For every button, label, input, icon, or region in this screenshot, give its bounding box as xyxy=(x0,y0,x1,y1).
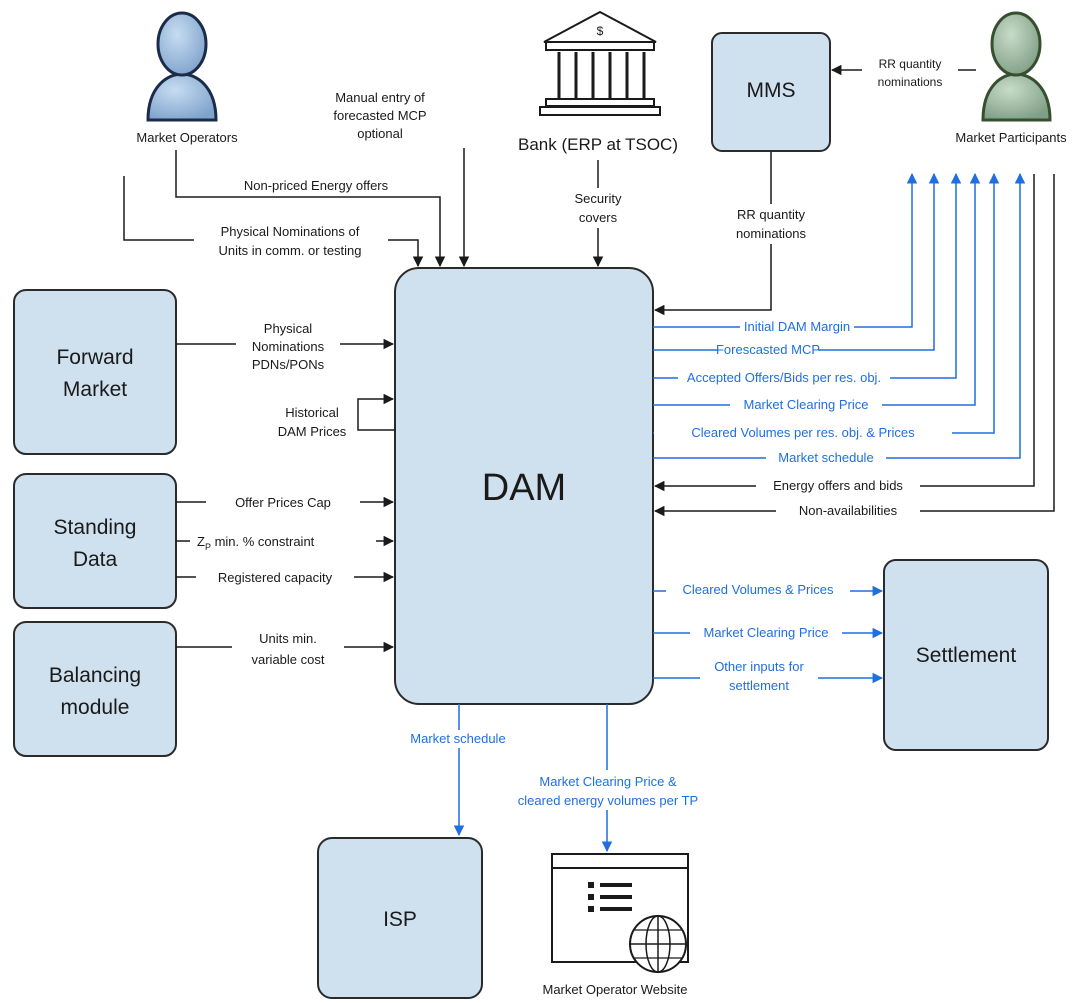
out-accepted-label: Accepted Offers/Bids per res. obj. xyxy=(687,370,881,385)
standing-data-box xyxy=(13,473,177,609)
initial-margin-arrow xyxy=(653,172,918,328)
fwd-nominations-line-1: Physical xyxy=(264,321,313,336)
bank-label: Bank (ERP at TSOC) xyxy=(518,135,678,154)
rr-top-line-2: nominations xyxy=(878,75,943,89)
isp-label: ISP xyxy=(383,908,417,931)
out-schedule-label: Market schedule xyxy=(778,450,873,465)
in-non-avail-label: Non-availabilities xyxy=(799,503,898,518)
rr-top-line-1: RR quantity xyxy=(879,57,942,71)
offer-cap-label: Offer Prices Cap xyxy=(235,495,331,510)
bank-icon: $ xyxy=(539,10,661,116)
forward-market-box xyxy=(13,289,177,455)
manual-entry-line-2: forecasted MCP xyxy=(333,108,426,123)
historical-line-1: Historical xyxy=(285,405,339,420)
settle-other-line-2: settlement xyxy=(729,678,789,693)
market-operators-person-icon xyxy=(146,11,218,122)
website-label: Market Operator Website xyxy=(543,982,688,997)
security-covers-line-1: Security xyxy=(575,191,622,206)
settlement-label: Settlement xyxy=(916,644,1017,667)
balancing-module-label-1: Balancing xyxy=(49,664,141,687)
settle-mcp-label: Market Clearing Price xyxy=(704,625,829,640)
balancing-module-label-2: module xyxy=(61,696,130,719)
forward-market-label-1: Forward xyxy=(56,346,133,369)
isp-schedule-label: Market schedule xyxy=(410,731,505,746)
rr-mid-line-2: nominations xyxy=(736,226,807,241)
dam-box xyxy=(394,267,654,705)
dollar-sign: $ xyxy=(597,24,604,38)
manual-entry-line-1: Manual entry of xyxy=(335,90,425,105)
in-energy-offers-label: Energy offers and bids xyxy=(773,478,903,493)
settle-other-line-1: Other inputs for xyxy=(714,659,804,674)
rr-mid-line-1: RR quantity xyxy=(737,207,805,222)
isp-box xyxy=(317,837,483,999)
website-mcp-line-2: cleared energy volumes per TP xyxy=(518,793,698,808)
out-initial-margin-label: Initial DAM Margin xyxy=(744,319,850,334)
non-priced-arrow xyxy=(175,150,446,268)
units-min-line-2: variable cost xyxy=(252,652,325,667)
out-cleared-label: Cleared Volumes per res. obj. & Prices xyxy=(691,425,915,440)
registered-capacity-label: Registered capacity xyxy=(218,570,333,585)
security-covers-line-2: covers xyxy=(579,210,618,225)
fwd-nominations-line-3: PDNs/PONs xyxy=(252,357,325,372)
settlement-box xyxy=(883,559,1049,751)
historical-line-2: DAM Prices xyxy=(278,424,347,439)
website-mcp-line-1: Market Clearing Price & xyxy=(539,774,677,789)
non-priced-label: Non-priced Energy offers xyxy=(244,178,389,193)
out-mcp-label: Market Clearing Price xyxy=(744,397,869,412)
physical-nom-units-line-2: Units in comm. or testing xyxy=(218,243,361,258)
settle-cleared-label: Cleared Volumes & Prices xyxy=(682,582,834,597)
manual-entry-line-3: optional xyxy=(357,126,403,141)
market-participants-person-icon xyxy=(981,11,1052,122)
standing-data-label-2: Data xyxy=(73,548,118,571)
forward-market-label-2: Market xyxy=(63,378,127,401)
mms-label: MMS xyxy=(747,79,796,102)
standing-data-label-1: Standing xyxy=(54,516,137,539)
zp-constraint-label: ZP min. % constraint xyxy=(197,534,315,552)
out-forecasted-mcp-label: Forescasted MCP xyxy=(716,342,820,357)
physical-nom-units-line-1: Physical Nominations of xyxy=(221,224,360,239)
balancing-module-box xyxy=(13,621,177,757)
website-icon xyxy=(551,853,689,973)
historical-prices-loop xyxy=(357,393,395,431)
units-min-line-1: Units min. xyxy=(259,631,317,646)
market-participants-label: Market Participants xyxy=(955,130,1067,145)
market-operators-label: Market Operators xyxy=(136,130,238,145)
fwd-nominations-line-2: Nominations xyxy=(252,339,325,354)
dam-label: DAM xyxy=(482,467,566,509)
market-schedule-to-participants-arrow xyxy=(653,172,1026,459)
mms-box xyxy=(711,32,831,152)
